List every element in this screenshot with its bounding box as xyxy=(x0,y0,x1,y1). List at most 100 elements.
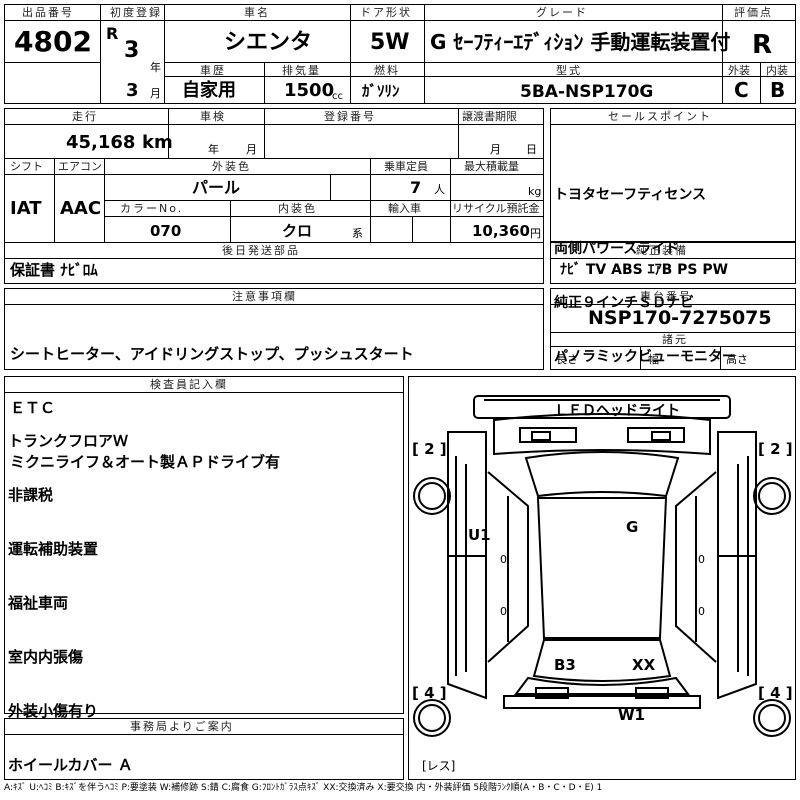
fuel: ｶﾞｿﾘﾝ xyxy=(362,82,400,100)
load-label: 最大積載量 xyxy=(464,160,519,173)
chassis-box xyxy=(550,288,796,370)
sales-item: パノラミックビューモニター xyxy=(554,349,736,365)
inspector-item: ホイールカバー Ａ xyxy=(8,756,133,774)
inspector-item: 外装小傷有り xyxy=(8,702,99,720)
history-label: 車歴 xyxy=(200,64,226,77)
door-type: 5W xyxy=(370,30,410,55)
door-label: ドア形状 xyxy=(360,6,412,19)
spare-tire-label: [レス] xyxy=(422,759,456,773)
recycle-label: リサイクル預託金 xyxy=(452,202,540,215)
shift-label: シフト xyxy=(10,160,43,173)
inspector-item: 運転補助装置 xyxy=(8,540,99,558)
era: R xyxy=(106,24,119,43)
mark-o-left-front: 0 xyxy=(500,553,507,566)
interior-color: クロ xyxy=(282,222,313,240)
sales-item: トヨタセーフティセンス xyxy=(554,187,707,203)
inspection-month-unit: 月 xyxy=(246,143,257,156)
office-box xyxy=(4,718,404,780)
sales-points-box xyxy=(550,108,796,242)
color-label: 外装色 xyxy=(212,160,251,173)
inspector-list: トランクフロアＷ 非課税 運転補助装置 福祉車両 室内内張傷 外装小傷有り ホイ… xyxy=(8,396,133,792)
colorno-label: カラーNo. xyxy=(120,202,184,215)
displacement: 1500 xyxy=(284,80,335,101)
height-label: 高さ xyxy=(726,353,748,366)
notes-box xyxy=(4,288,544,370)
month-unit: 月 xyxy=(150,87,161,100)
capacity-label: 乗車定員 xyxy=(384,160,428,173)
transfer-month-unit: 月 xyxy=(490,143,501,156)
first-reg-label: 初度登録 xyxy=(110,6,162,19)
int-score: B xyxy=(770,78,786,102)
spec-label: 諸元 xyxy=(662,333,688,346)
ac-label: エアコン xyxy=(58,160,102,173)
sales-list: トヨタセーフティセンス 両側パワースライド 純正９インチＳＤナビ パノラミックビ… xyxy=(554,150,736,438)
color: パール xyxy=(192,178,241,197)
reg-month: 3 xyxy=(126,80,139,101)
inspector-box xyxy=(4,376,404,714)
import-label: 輸入車 xyxy=(388,202,421,215)
ext-score: C xyxy=(734,78,749,102)
chassis-label: 車台番号 xyxy=(640,290,692,303)
damage-w1: W1 xyxy=(618,706,645,724)
mark-o-right-rear: 0 xyxy=(698,605,705,618)
right-front-count: [ 2 ] xyxy=(758,440,793,458)
chassis-number: NSP170-7275075 xyxy=(588,307,772,329)
equipment-value: ﾅﾋﾞ TV ABS ｴｱB PS PW xyxy=(560,262,729,278)
legend: A:ｷｽﾞ U:ﾍｺﾐ B:ｷｽﾞを伴うﾍｺﾐ P:要塗装 W:補修跡 S:錆 … xyxy=(4,783,603,793)
year-unit: 年 xyxy=(150,61,161,74)
grade: G ｾｰﾌﾃｨｰｴﾃﾞｨｼｮﾝ 手動運転装置付 xyxy=(430,30,731,54)
sales-label: セールスポイント xyxy=(608,110,712,123)
interior-color-label: 内装色 xyxy=(278,202,317,215)
inspector-item: 非課税 xyxy=(8,486,54,504)
displacement-label: 排気量 xyxy=(282,64,321,77)
inspection-year-unit: 年 xyxy=(208,143,219,156)
ext-label: 外装 xyxy=(728,64,750,77)
inspector-item: 福祉車両 xyxy=(8,594,69,612)
load-unit: kg xyxy=(528,185,542,198)
damage-g: G xyxy=(626,518,639,536)
note-item: ミクニライフ＆オート製ＡＰドライブ有 xyxy=(10,453,281,471)
grade-label: グレード xyxy=(536,6,588,19)
mileage-unit: km xyxy=(142,132,173,153)
damage-b3: B3 xyxy=(554,656,576,674)
car-diagram-box xyxy=(408,376,796,780)
car-name-label: 車名 xyxy=(244,6,270,19)
note-item: シートヒーター、アイドリングストップ、プッシュスタート xyxy=(10,345,414,363)
transfer-label: 譲渡書期限 xyxy=(462,110,517,123)
mileage-label: 走行 xyxy=(72,110,98,123)
right-rear-count: [ 4 ] xyxy=(758,684,793,702)
inspector-item: トランクフロアＷ xyxy=(8,432,129,450)
mark-o-right-front: 0 xyxy=(698,553,705,566)
inspection-label: 車検 xyxy=(200,110,226,123)
history: 自家用 xyxy=(182,80,236,101)
model-label: 型式 xyxy=(556,64,582,77)
equipment-label: 純正装備 xyxy=(636,244,688,257)
ac: AAC xyxy=(60,198,102,219)
regno-label: 登録番号 xyxy=(324,110,376,123)
score-label: 評価点 xyxy=(734,6,773,19)
later-label: 後日発送部品 xyxy=(222,244,300,257)
header-table xyxy=(4,4,796,104)
inspector-item: 室内内張傷 xyxy=(8,648,84,666)
model: 5BA-NSP170G xyxy=(520,82,654,102)
recycle: 10,360 xyxy=(472,222,530,240)
car-diagram xyxy=(413,395,791,737)
mileage: 45,168 xyxy=(66,132,136,153)
office-label: 事務局よりご案内 xyxy=(130,720,234,733)
sales-item: 純正９インチＳＤナビ xyxy=(554,295,694,311)
sales-item: 両側パワースライド xyxy=(554,241,680,257)
width-label: 幅 xyxy=(648,353,659,366)
mark-o-left-rear: 0 xyxy=(500,605,507,618)
recycle-unit: 円 xyxy=(530,227,541,240)
int-label: 内装 xyxy=(766,64,788,77)
car-name: シエンタ xyxy=(224,30,313,55)
damage-u1: U1 xyxy=(468,526,491,544)
lot-label: 出品番号 xyxy=(22,6,74,19)
notes-list: シートヒーター、アイドリングストップ、プッシュスタート ＥＴＣ ミクニライフ＆オ… xyxy=(10,309,414,489)
notes-label: 注意事項欄 xyxy=(232,290,297,303)
capacity-unit: 人 xyxy=(434,183,445,196)
transfer-day-unit: 日 xyxy=(526,143,537,156)
details-table xyxy=(4,108,544,284)
left-rear-count: [ 4 ] xyxy=(412,684,447,702)
length-label: 長さ xyxy=(556,353,578,366)
